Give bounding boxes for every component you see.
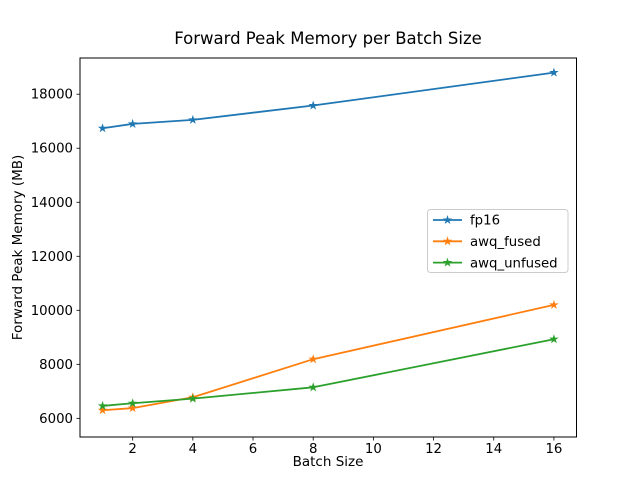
y-tick-label: 8000: [39, 358, 73, 373]
series-marker-awq_unfused: [127, 398, 138, 408]
series-marker-fp16: [127, 118, 138, 128]
y-tick-label: 14000: [31, 196, 73, 211]
x-tick-label: 2: [128, 442, 136, 457]
x-tick-label: 10: [365, 442, 382, 457]
series-marker-awq_unfused: [97, 400, 108, 410]
legend-marker-sample: [442, 257, 453, 267]
series-line-fp16: [101, 71, 555, 130]
y-tick-label: 6000: [39, 412, 73, 427]
legend: fp16 awq_fused awq_unfused: [427, 209, 569, 273]
x-tick-label: 12: [425, 442, 442, 457]
y-tick-label: 16000: [31, 142, 73, 157]
x-axis-label: Batch Size: [293, 454, 364, 470]
legend-marker-sample: [442, 215, 453, 225]
x-axis-ticks: 2 4 6 8 10 12 14 16: [128, 437, 562, 457]
series-marker-awq_fused: [127, 403, 138, 413]
y-tick-label: 18000: [31, 88, 73, 103]
legend-label-fp16: fp16: [470, 214, 500, 229]
x-tick-label: 6: [249, 442, 257, 457]
series-marker-awq_unfused: [188, 393, 198, 403]
series-marker-fp16: [188, 114, 198, 124]
legend-box: [427, 209, 569, 273]
chart-title: Forward Peak Memory per Batch Size: [174, 29, 482, 48]
series-line-awq_fused: [101, 303, 555, 412]
x-tick-label: 8: [309, 442, 317, 457]
y-tick-label: 10000: [31, 304, 73, 319]
data-series: [97, 67, 559, 415]
x-tick-label: 14: [485, 442, 502, 457]
series-marker-awq_fused: [308, 354, 318, 364]
y-axis-label: Forward Peak Memory (MB): [10, 155, 26, 341]
series-marker-awq_unfused: [549, 334, 559, 344]
series-marker-fp16: [308, 100, 318, 110]
y-tick-label: 12000: [31, 250, 73, 265]
legend-marker-sample: [442, 236, 453, 246]
x-tick-label: 4: [189, 442, 197, 457]
series-line-awq_unfused: [101, 338, 555, 407]
plot-frame: [79, 57, 577, 438]
legend-label-awq_unfused: awq_unfused: [470, 256, 558, 271]
y-axis-ticks: 6000 8000 10000 12000 14000 16000 18000: [31, 88, 80, 427]
series-marker-fp16: [549, 67, 559, 77]
series-marker-awq_fused: [549, 299, 559, 309]
series-marker-fp16: [97, 123, 108, 133]
series-marker-awq_fused: [97, 405, 108, 415]
legend-label-awq_fused: awq_fused: [470, 235, 541, 250]
series-marker-awq_unfused: [308, 382, 318, 392]
x-tick-label: 16: [545, 442, 562, 457]
